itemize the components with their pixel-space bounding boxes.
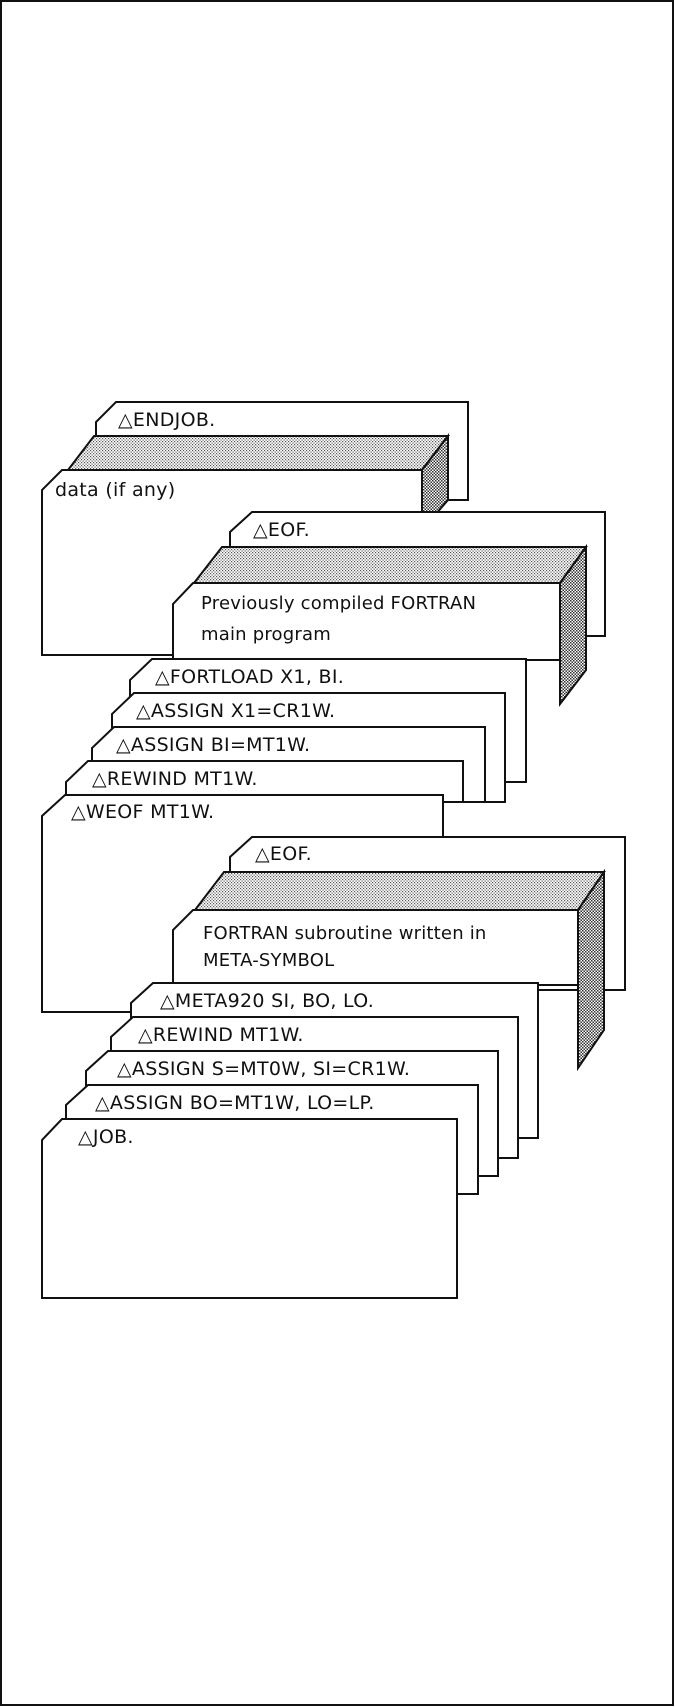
card-rewind-1: △REWIND MT1W.: [65, 760, 464, 803]
card-weof-label: △WEOF MT1W.: [71, 801, 214, 823]
card-assign-bo-lo-label: △ASSIGN BO=MT1W, LO=LP.: [95, 1092, 375, 1114]
card-main-program-line1: Previously compiled FORTRAN: [201, 593, 476, 614]
card-assign-s-si-label: △ASSIGN S=MT0W, SI=CR1W.: [117, 1058, 410, 1080]
card-fortload-label: △FORTLOAD X1, BI.: [155, 666, 344, 688]
card-meta920-label: △META920 SI, BO, LO.: [160, 990, 374, 1012]
deck-main-program: [191, 543, 588, 707]
card-assign-bi-label: △ASSIGN BI=MT1W.: [116, 734, 310, 756]
card-job-label: △JOB.: [78, 1126, 134, 1148]
card-subroutine-line2: META-SYMBOL: [203, 950, 334, 971]
card-subroutine-line1: FORTRAN subroutine written in: [203, 923, 487, 944]
card-endjob-label: △ENDJOB.: [118, 409, 216, 431]
card-assign-x1-label: △ASSIGN X1=CR1W.: [136, 700, 335, 722]
card-data-label: data (if any): [55, 479, 176, 501]
card-eof-2-label: △EOF.: [255, 843, 312, 865]
card-main-program-line2: main program: [201, 624, 331, 645]
deck-subroutine: [192, 868, 606, 1072]
card-rewind-1-label: △REWIND MT1W.: [92, 768, 258, 790]
card-main-program: Previously compiled FORTRAN main program: [172, 582, 561, 661]
card-rewind-2-label: △REWIND MT1W.: [138, 1024, 304, 1046]
card-job: △JOB.: [41, 1118, 458, 1299]
card-subroutine: FORTRAN subroutine written in META-SYMBO…: [172, 909, 579, 986]
card-eof-1-label: △EOF.: [253, 519, 310, 541]
